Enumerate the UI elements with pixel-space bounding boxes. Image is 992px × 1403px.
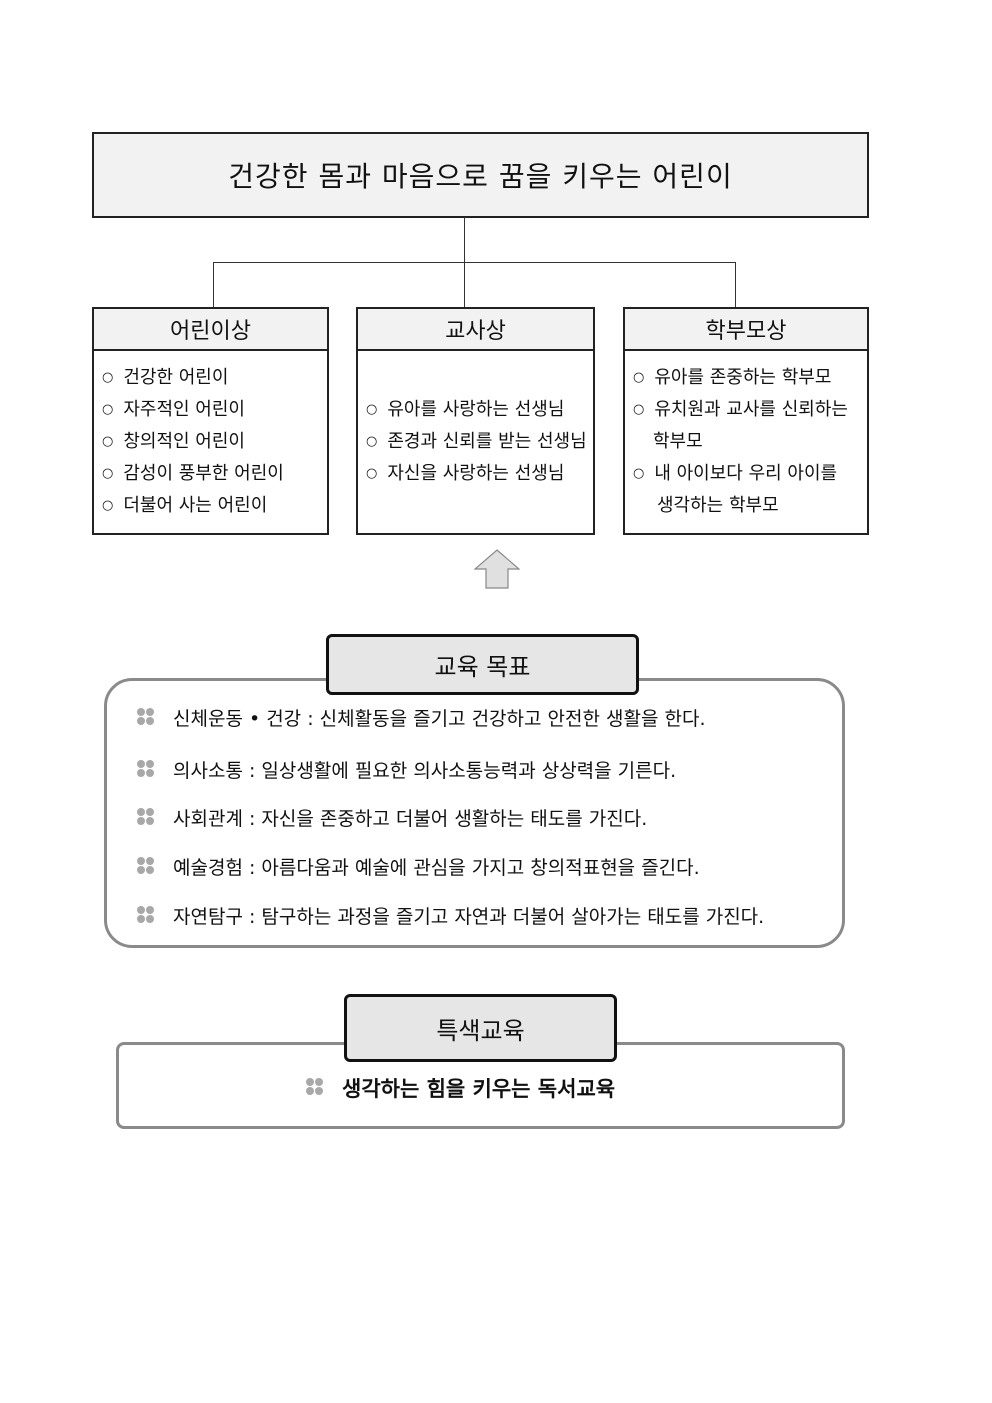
flower-bullet-icon <box>137 807 157 828</box>
list-item: ○내 아이보다 우리 아이를 <box>633 463 838 484</box>
goal-item: 자연탐구 : 탐구하는 과정을 즐기고 자연과 더불어 살아가는 태도를 가진다… <box>137 902 764 929</box>
list-item: ○창의적인 어린이 <box>102 431 245 452</box>
list-item: ○자신을 사랑하는 선생님 <box>366 463 565 484</box>
goal-item: 신체운동 • 건강 : 신체활동을 즐기고 건강하고 안전한 생활을 한다. <box>137 704 706 731</box>
flower-bullet-icon <box>306 1078 326 1098</box>
column-title: 학부모상 <box>625 309 867 351</box>
special-item: 생각하는 힘을 키우는 독서교육 <box>306 1073 615 1103</box>
list-item: ○유아를 존중하는 학부모 <box>633 367 832 388</box>
child-ideal-box: 어린이상 ○건강한 어린이 ○자주적인 어린이 ○창의적인 어린이 ○감성이 풍… <box>92 307 329 535</box>
connector-line <box>213 262 214 307</box>
parent-ideal-box: 학부모상 ○유아를 존중하는 학부모 ○유치원과 교사를 신뢰하는 학부모 ○내… <box>623 307 869 535</box>
vision-text: 건강한 몸과 마음으로 꿈을 키우는 어린이 <box>228 160 733 193</box>
connector-line <box>735 262 736 307</box>
goals-title: 교육 목표 <box>326 634 639 695</box>
goal-item: 예술경험 : 아름다움과 예술에 관심을 가지고 창의적표현을 즐긴다. <box>137 853 700 880</box>
list-item-continued: 학부모 <box>653 431 703 452</box>
flower-bullet-icon <box>137 707 157 728</box>
list-item: ○존경과 신뢰를 받는 선생님 <box>366 431 587 452</box>
column-title: 어린이상 <box>94 309 327 351</box>
flower-bullet-icon <box>137 856 157 877</box>
list-item: ○더불어 사는 어린이 <box>102 495 268 516</box>
list-item: ○유아를 사랑하는 선생님 <box>366 399 565 420</box>
list-item: ○유치원과 교사를 신뢰하는 <box>633 399 848 420</box>
goal-item: 의사소통 : 일상생활에 필요한 의사소통능력과 상상력을 기른다. <box>137 756 676 783</box>
special-title: 특색교육 <box>344 994 617 1062</box>
teacher-ideal-box: 교사상 ○유아를 사랑하는 선생님 ○존경과 신뢰를 받는 선생님 ○자신을 사… <box>356 307 595 535</box>
vision-box: 건강한 몸과 마음으로 꿈을 키우는 어린이 <box>92 132 869 218</box>
list-item: ○건강한 어린이 <box>102 367 229 388</box>
goal-item: 사회관계 : 자신을 존중하고 더불어 생활하는 태도를 가진다. <box>137 804 647 831</box>
connector-line <box>213 262 736 263</box>
flower-bullet-icon <box>137 759 157 780</box>
goals-panel <box>104 678 845 948</box>
list-item: ○자주적인 어린이 <box>102 399 245 420</box>
list-item-continued: 생각하는 학부모 <box>657 495 779 516</box>
up-arrow-icon <box>474 549 520 589</box>
column-title: 교사상 <box>358 309 593 351</box>
list-item: ○감성이 풍부한 어린이 <box>102 463 284 484</box>
flower-bullet-icon <box>137 905 157 926</box>
